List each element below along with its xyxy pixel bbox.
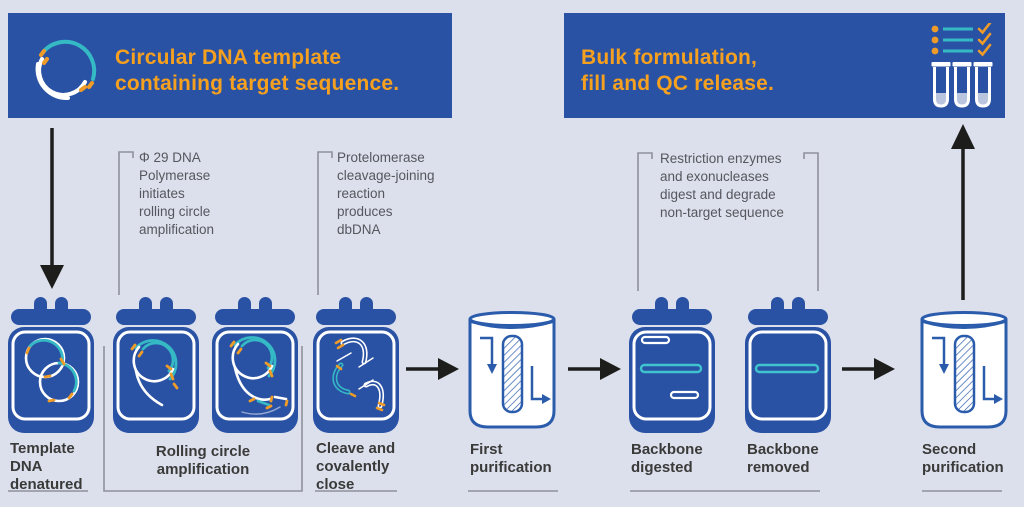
annotation-line: rolling circle: [139, 204, 211, 219]
annotation-bracket-phi29: [118, 151, 134, 295]
annotation-line: produces: [337, 204, 393, 219]
annotation-line: digest and degrade: [660, 187, 776, 202]
checklist-rows: [931, 23, 992, 57]
circular-dna-icon: [35, 39, 97, 101]
label-line: Template: [10, 440, 75, 457]
annotation-line: and exonucleases: [660, 169, 769, 184]
label-line: purification: [470, 459, 552, 476]
annotation-bracket-restriction-left: [637, 152, 653, 291]
cleaved-fragments: [332, 337, 386, 412]
rolling-circle-group-bracket: [103, 346, 303, 492]
label-line: Rolling circle: [155, 443, 251, 460]
label-template-dna-denatured: Template DNA denatured: [10, 440, 83, 494]
label-cleave-covalently-close: Cleave and covalently close: [316, 440, 395, 494]
header-bulk-formulation: Bulk formulation, fill and QC release.: [564, 13, 1005, 118]
bioprocess-bag-icon: [212, 297, 298, 433]
annotation-bracket-protelomerase: [317, 151, 333, 295]
rolling-circle-strands: [130, 339, 179, 407]
bioprocess-bag-icon: [629, 297, 715, 433]
label-line: covalently: [316, 458, 390, 475]
header-circular-dna-template: Circular DNA template containing target …: [8, 13, 452, 118]
annotation-phi29-polymerase: Φ 29 DNA Polymerase initiates rolling ci…: [139, 149, 214, 239]
label-first-purification: First purification: [470, 441, 552, 477]
bag-rolling-circle-2: [212, 295, 298, 433]
qc-checklist-and-tubes-icon: [931, 23, 993, 108]
label-line: removed: [747, 459, 810, 476]
bioprocess-bag-icon: [313, 297, 399, 433]
annotation-line: reaction: [337, 186, 386, 201]
header-right-text: Bulk formulation, fill and QC release.: [581, 45, 774, 97]
annotation-line: non-target sequence: [660, 205, 784, 220]
denatured-circles: [24, 337, 80, 403]
annotation-line: Restriction enzymes: [660, 151, 782, 166]
rolling-circle-strands-extended: [229, 336, 289, 415]
annotation-line: cleavage-joining: [337, 168, 435, 183]
column-second-purification: [918, 308, 1010, 434]
annotation-line: Polymerase: [139, 168, 211, 183]
bioprocess-bag-icon: [8, 297, 94, 433]
annotation-protelomerase: Protelomerase cleavage-joining reaction …: [337, 149, 435, 239]
digested-fragments: [639, 335, 703, 400]
annotation-line: amplification: [139, 222, 215, 237]
label-rolling-circle-amplification: Rolling circle amplification: [104, 443, 302, 479]
flow-arrow-down: [40, 128, 64, 289]
target-dna-bar: [754, 363, 820, 374]
header-right-line2: fill and QC release.: [581, 72, 775, 95]
annotation-line: dbDNA: [337, 222, 381, 237]
label-line: First: [470, 441, 503, 458]
purification-column-icon: [468, 311, 556, 429]
annotation-bracket-restriction-right: [803, 152, 819, 291]
flow-arrow-removed-to-purify2: [842, 358, 895, 380]
bag-template-dna-denatured: [8, 295, 94, 433]
label-backbone-removed: Backbone removed: [747, 441, 819, 477]
label-line: denatured: [10, 476, 83, 493]
label-line: digested: [631, 459, 693, 476]
header-right-line1: Bulk formulation,: [581, 46, 758, 69]
bag-rolling-circle-1: [113, 295, 199, 433]
header-left-line1: Circular DNA template: [115, 46, 342, 69]
annotation-line: Φ 29 DNA: [139, 150, 201, 165]
bag-cleave-covalently-close: [313, 295, 399, 433]
flow-arrow-cleave-to-purify1: [406, 358, 459, 380]
label-line: Second: [922, 441, 977, 458]
label-line: purification: [922, 459, 1004, 476]
column-first-purification: [466, 308, 558, 434]
flow-arrow-purify1-to-digest: [568, 358, 621, 380]
bioprocess-bag-icon: [745, 297, 831, 433]
header-left-text: Circular DNA template containing target …: [115, 45, 399, 97]
header-left-line2: containing target sequence.: [115, 72, 400, 95]
purification-column-icon: [920, 311, 1008, 429]
flow-arrow-up: [951, 124, 975, 300]
label-backbone-digested: Backbone digested: [631, 441, 703, 477]
label-line: DNA: [10, 458, 43, 475]
bag-backbone-removed: [745, 295, 831, 433]
annotation-restriction-enzymes: Restriction enzymes and exonucleases dig…: [660, 150, 784, 222]
label-line: close: [316, 476, 355, 493]
annotation-line: Protelomerase: [337, 150, 425, 165]
label-line: Backbone: [747, 441, 819, 458]
label-line: amplification: [156, 461, 250, 478]
label-line: Cleave and: [316, 440, 396, 457]
bag-backbone-digested: [629, 295, 715, 433]
label-line: Backbone: [631, 441, 703, 458]
annotation-line: initiates: [139, 186, 185, 201]
bioprocess-bag-icon: [113, 297, 199, 433]
test-tubes: [931, 62, 993, 108]
label-second-purification: Second purification: [922, 441, 1004, 477]
